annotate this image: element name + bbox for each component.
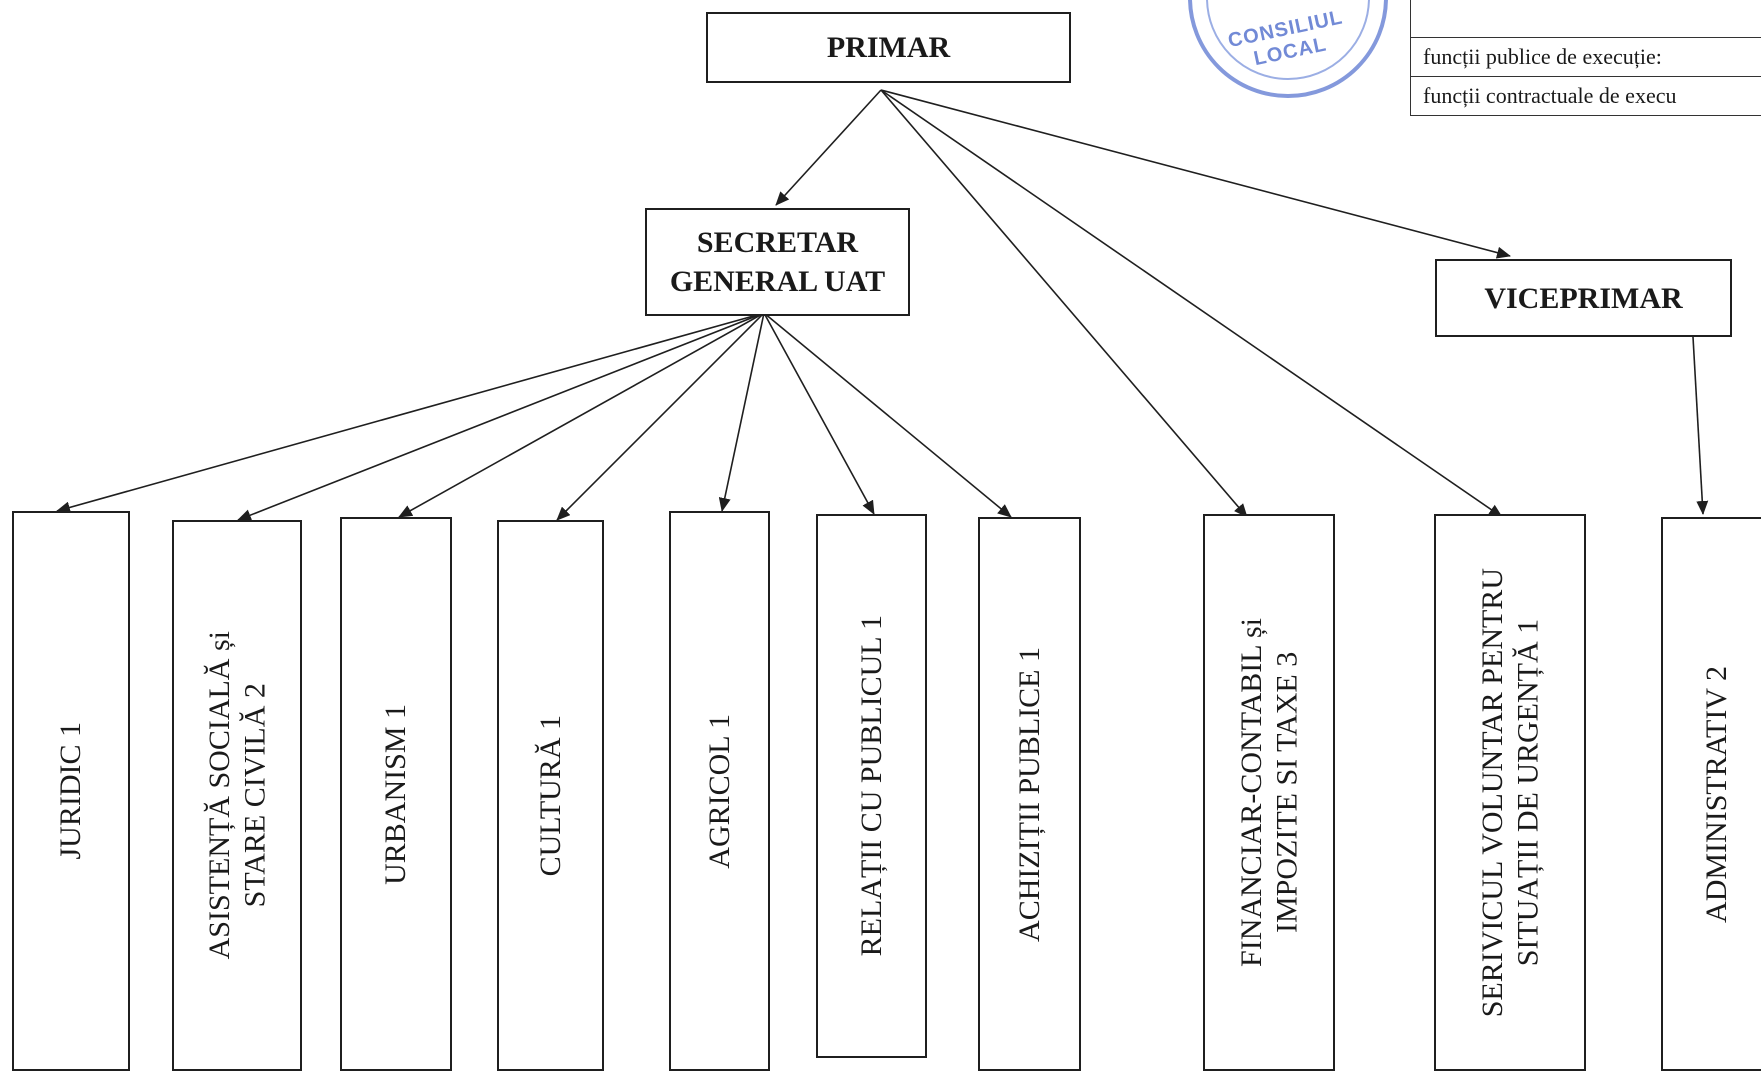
dept-box-cultura: CULTURĂ 1 [497,520,604,1071]
dept-label: RELAȚII CU PUBLICUL 1 [854,615,889,956]
dept-box-agricol: AGRICOL 1 [669,511,770,1071]
dept-box-juridic: JURIDIC 1 [12,511,130,1071]
dept-label: ACHIZIȚII PUBLICE 1 [1012,647,1047,942]
dept-box-financiar-contabil: FINANCIAR-CONTABIL și IMPOZITE SI TAXE 3 [1203,514,1335,1071]
dept-label-line: URBANISM 1 [378,704,413,885]
dept-box-relatii-publicul: RELAȚII CU PUBLICUL 1 [816,514,927,1058]
dept-label: URBANISM 1 [378,704,413,885]
arrow-primar-secretar [776,90,881,205]
dept-label-line: JURIDIC 1 [53,722,88,860]
dept-label: FINANCIAR-CONTABIL și IMPOZITE SI TAXE 3 [1234,618,1305,967]
dept-label-line: CULTURĂ 1 [533,715,568,876]
node-viceprimar-label: VICEPRIMAR [1484,279,1682,318]
dept-box-achizitii-publice: ACHIZIȚII PUBLICE 1 [978,517,1081,1071]
dept-label-line: IMPOZITE SI TAXE 3 [1269,618,1304,967]
arrow-secretar-juridic [57,313,764,511]
dept-label: CULTURĂ 1 [533,715,568,876]
dept-label-line: ASISTENȚĂ SOCIALĂ și [202,631,237,959]
node-primar: PRIMAR [706,12,1071,83]
dept-label-line: FINANCIAR-CONTABIL și [1234,618,1269,967]
dept-label-line: RELAȚII CU PUBLICUL 1 [854,615,889,956]
dept-label-line: ACHIZIȚII PUBLICE 1 [1012,647,1047,942]
arrow-primar-viceprimar [881,90,1510,256]
arrow-secretar-urbanism [399,313,764,517]
dept-box-urbanism: URBANISM 1 [340,517,452,1071]
dept-label-line: SERIVICUL VOLUNTAR PENTRU [1475,568,1510,1017]
dept-label-line: ADMINISTRATIV 2 [1699,666,1734,923]
arrow-secretar-relatii [764,313,874,514]
dept-label: JURIDIC 1 [53,722,88,860]
dept-box-administrativ: ADMINISTRATIV 2 [1661,517,1761,1071]
dept-label: AGRICOL 1 [702,714,737,869]
node-secretar-general: SECRETAR GENERAL UAT [645,208,910,316]
dept-label: SERIVICUL VOLUNTAR PENTRU SITUAȚII DE UR… [1475,568,1546,1017]
node-secretar-label-line-1: SECRETAR [697,223,858,262]
node-primar-label: PRIMAR [827,28,950,67]
dept-label-line: STARE CIVILĂ 2 [237,631,272,959]
arrow-secretar-achizitii [764,313,1011,517]
dept-label-line: SITUAȚII DE URGENȚĂ 1 [1510,568,1545,1017]
arrow-secretar-asistenta [238,313,764,520]
dept-box-asistenta-sociala: ASISTENȚĂ SOCIALĂ și STARE CIVILĂ 2 [172,520,302,1071]
dept-label: ADMINISTRATIV 2 [1699,666,1734,923]
arrow-secretar-agricol [722,313,764,511]
arrow-viceprimar-administrativ [1693,337,1703,514]
dept-label: ASISTENȚĂ SOCIALĂ și STARE CIVILĂ 2 [202,631,273,959]
arrow-secretar-cultura [557,313,764,520]
node-secretar-label-line-2: GENERAL UAT [670,262,885,301]
dept-box-serviciu-voluntar: SERIVICUL VOLUNTAR PENTRU SITUAȚII DE UR… [1434,514,1586,1071]
node-viceprimar: VICEPRIMAR [1435,259,1732,337]
dept-label-line: AGRICOL 1 [702,714,737,869]
